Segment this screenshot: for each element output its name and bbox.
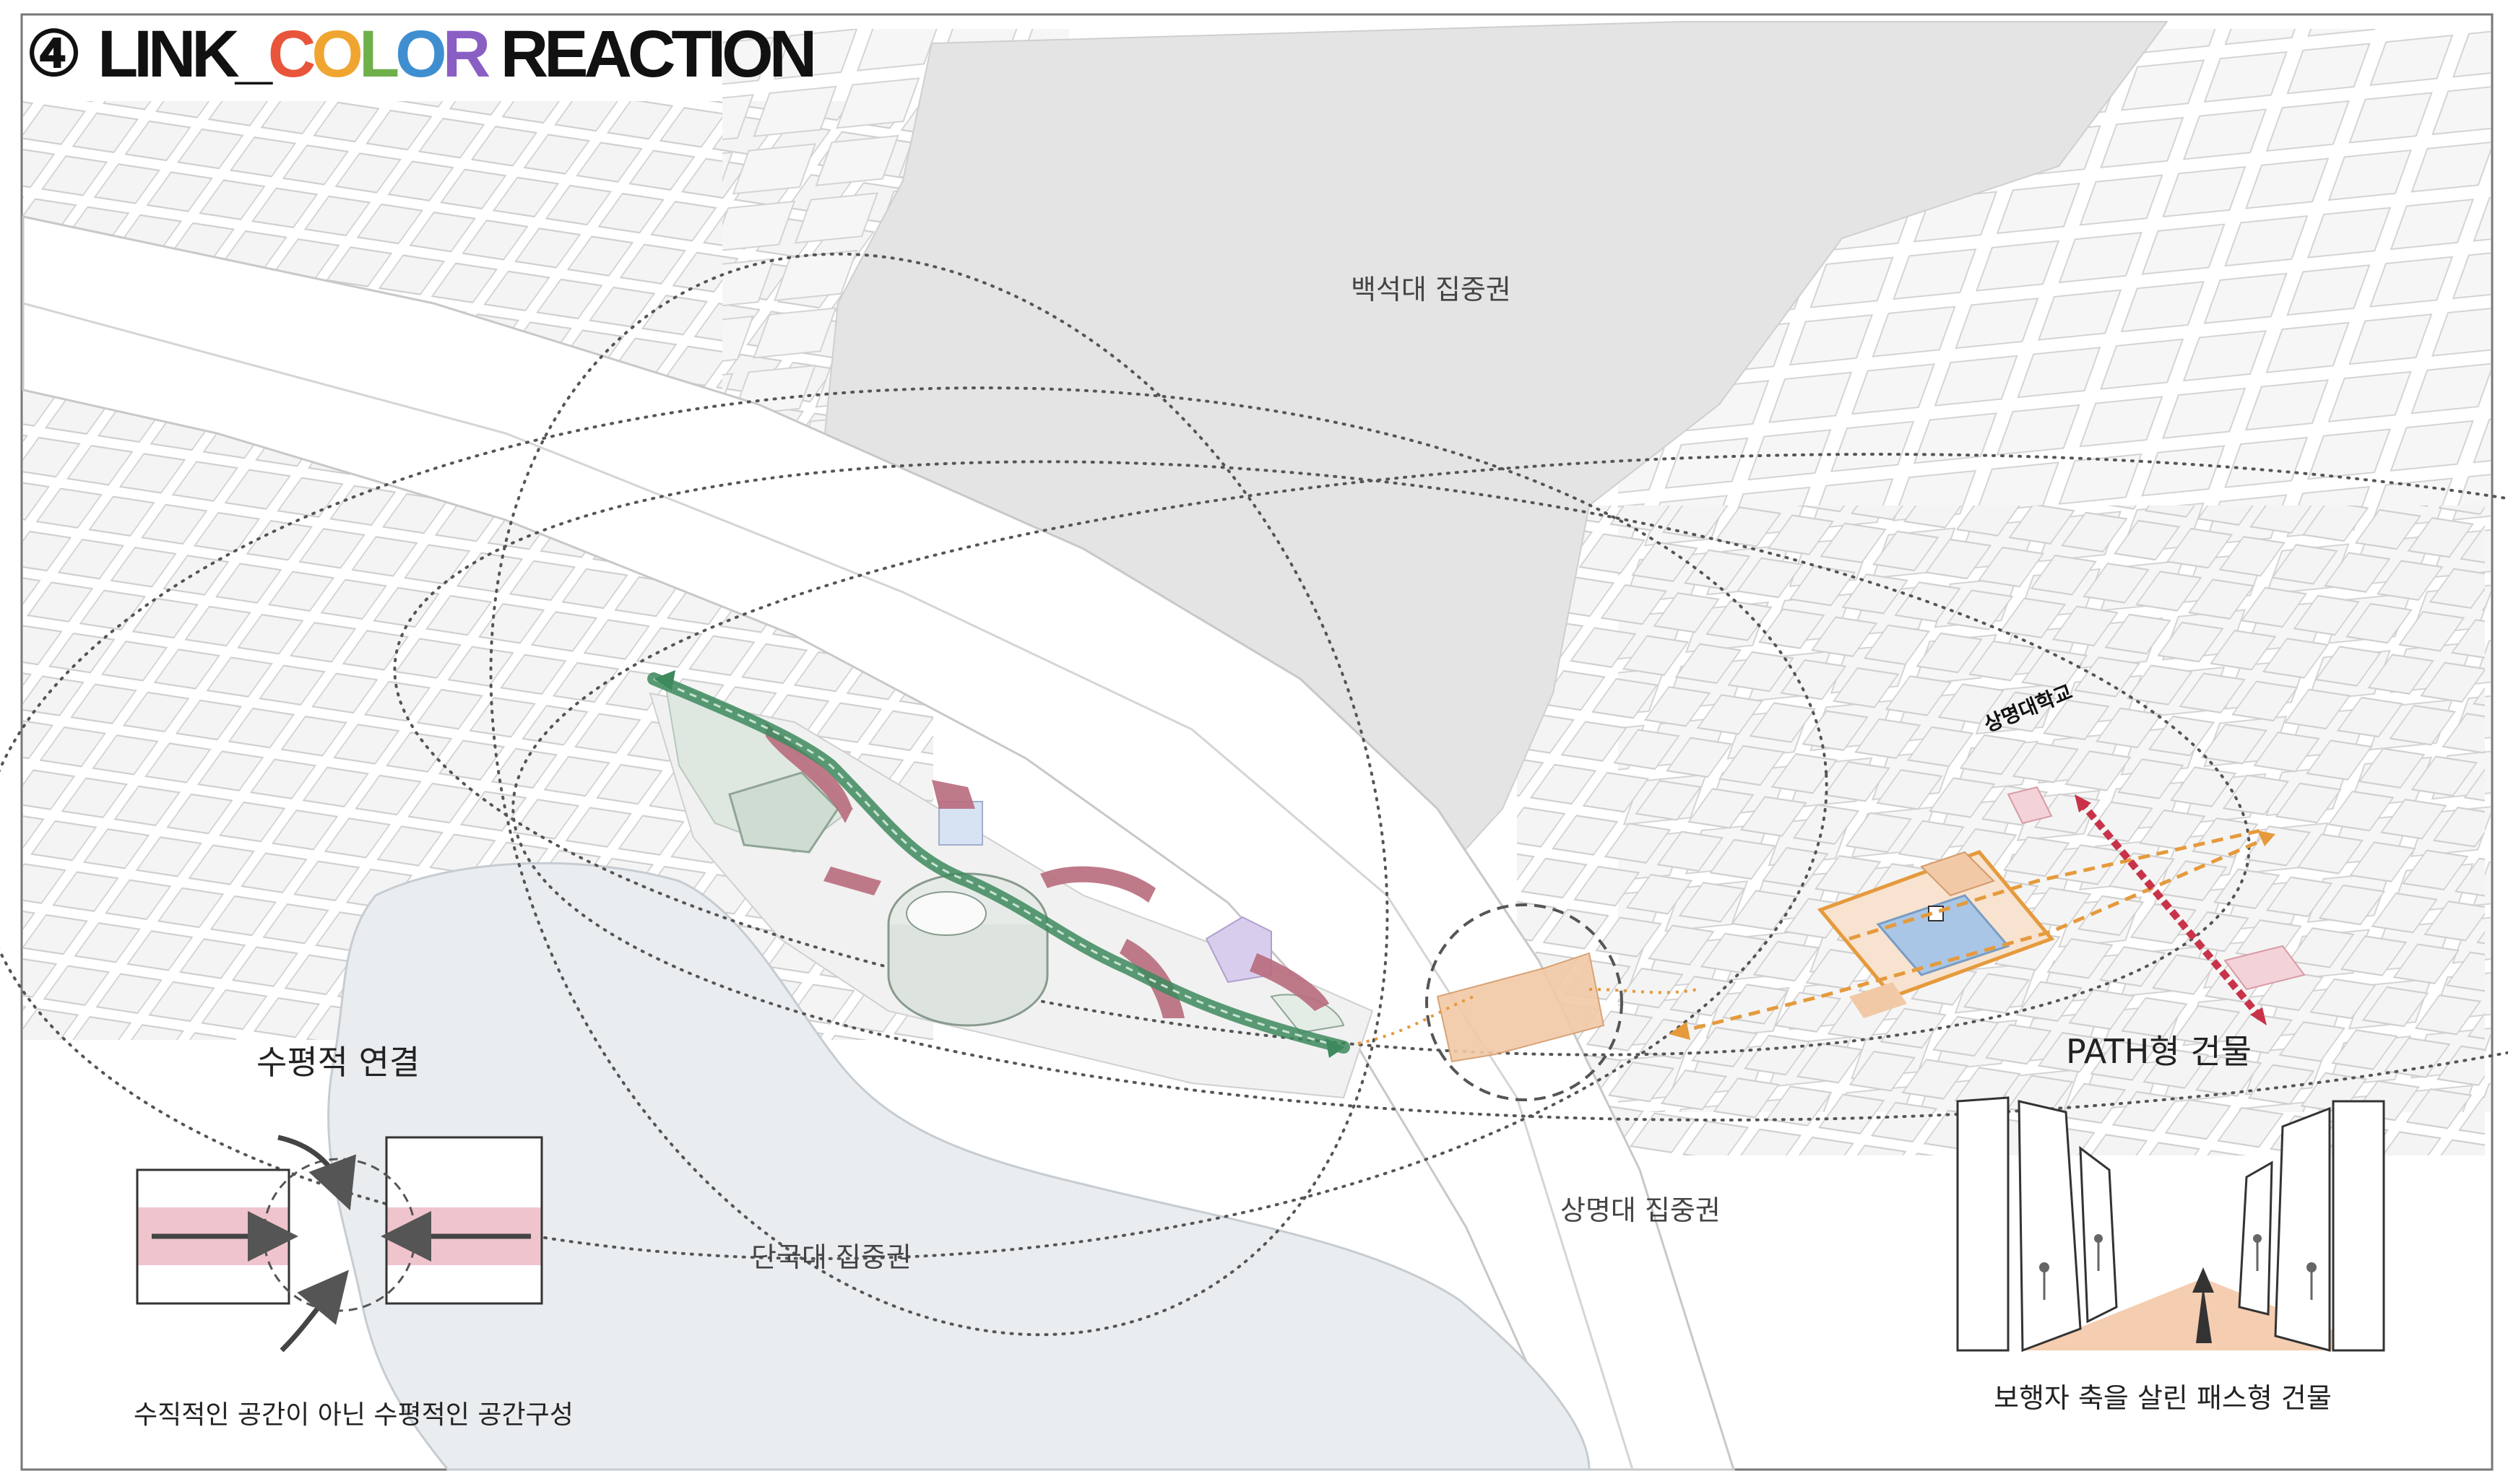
title-number: ④ xyxy=(26,19,82,89)
green-path-centerline xyxy=(653,677,1344,1049)
label-sangmyung-zone: 상명대 집중권 xyxy=(1560,1194,1721,1226)
river-inner-line xyxy=(22,302,1634,1470)
title-color-letter-c: C xyxy=(267,17,316,91)
title-prefix: LINK_ xyxy=(98,17,272,91)
orange-axes xyxy=(1675,828,2269,1035)
red-axis-arrow-end xyxy=(2250,1007,2267,1025)
title-color-letter-l: L xyxy=(358,17,399,91)
east-campus xyxy=(1817,786,2306,1018)
label-dankook-zone: 단국대 집중권 xyxy=(751,1241,912,1273)
title-color-letter-o1: O xyxy=(311,17,363,91)
green-path-arrow-end xyxy=(1326,1038,1345,1058)
green-path-arrow-start xyxy=(654,670,675,690)
orange-arrowhead-east xyxy=(2257,830,2275,846)
caption-horizontal-space: 수직적인 공간이 아닌 수평적인 공간구성 xyxy=(134,1400,574,1430)
path-building-inset xyxy=(1956,1096,2385,1353)
link-point-circle xyxy=(1425,903,1623,1101)
label-path-building: PATH형 건물 xyxy=(2066,1032,2252,1071)
red-axis xyxy=(2077,799,2264,1021)
label-horizontal-link: 수평적 연결 xyxy=(256,1043,420,1082)
title-color-letter-o2: O xyxy=(395,17,447,91)
horizontal-link-inset xyxy=(136,1134,543,1353)
label-baekseok-zone: 백석대 집중권 xyxy=(1351,274,1511,305)
west-campus xyxy=(728,771,1345,1034)
orange-link-east xyxy=(1588,988,1698,994)
title-color-letter-r: R xyxy=(442,17,490,91)
title-suffix: REACTION xyxy=(486,17,817,91)
red-axis-arrow-start xyxy=(2075,794,2091,812)
orange-arrowhead-west xyxy=(1669,1022,1690,1040)
orange-link-west xyxy=(1357,995,1474,1045)
diagram-title: ④ LINK_ C O L O R REACTION xyxy=(26,14,817,94)
caption-path-building: 보행자 축을 살린 패스형 건물 xyxy=(1994,1382,2332,1414)
link-bridge xyxy=(1436,952,1605,1063)
